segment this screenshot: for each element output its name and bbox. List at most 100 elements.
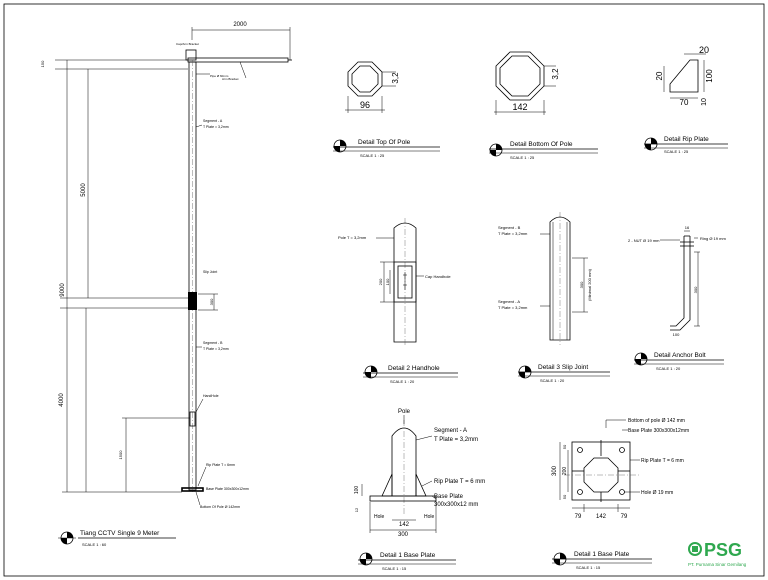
bpa-d-inner: 142 [399,522,410,528]
logo-mark: PSG [704,540,742,560]
hh-cap: Cap Handhole [425,274,451,279]
bpb-base: Base Plate 300x300x12mm [628,428,689,434]
title-tiang: Tiang CCTV Single 9 Meter SCALE 1 : 60 [58,530,176,547]
dim-base-h: 1500 [118,450,123,460]
label-arm: Arm Bracket [222,77,239,81]
title-base-plate-b: Detail 1 Base Plate SCALE 1 : 15 [552,551,652,570]
title-anchor-bolt-name: Detail Anchor Bolt [654,352,706,359]
bpb-hole: Hole Ø 19 mm [641,490,673,496]
rip-d-foot: 10 [701,98,708,106]
sj-seg-a: Segment - A [498,299,520,304]
title-slip-joint-scale: SCALE 1 : 20 [540,378,565,383]
ab-d-len: 300 [693,286,698,293]
title-base-plate-a: Detail 1 Base Plate SCALE 1 : 15 [358,552,456,571]
bpa-pole: Pole [398,409,411,415]
bpa-d-t: 12 [354,507,359,512]
rip-d-bottom: 70 [680,98,689,107]
title-anchor-bolt: Detail Anchor Bolt SCALE 1 : 20 [634,352,724,371]
label-bottom: Bottom Of Pole Ø 142mm [200,505,240,509]
label-seg-a-plate: T Plate = 3,2mm [203,125,229,129]
pole-elevation: 2000 Cap/Arm Bracket 9000 150 5000 4000 … [40,22,292,509]
bpb-d-mid: 142 [596,514,607,520]
bpb-d-bot: 50 [562,494,567,499]
detail-top-of-pole: 96 3,2 [345,61,400,113]
title-bottom-of-pole: Detail Bottom Of Pole SCALE 1 : 25 [489,141,598,160]
detail-base-plate-a: Pole Segment - A T Plate = 3,2mm Rip Pla… [354,409,485,538]
title-slip-joint: Detail 3 Slip Joint SCALE 1 : 20 [518,364,610,383]
title-bottom-of-pole-scale: SCALE 1 : 25 [510,155,535,160]
bpb-d-top: 50 [562,444,567,449]
title-handhole-scale: SCALE 1 : 20 [390,379,415,384]
title-rip-plate-name: Detail Rip Plate [664,136,709,143]
label-seg-b-plate: T Plate = 3,2mm [203,347,229,351]
bpb-d-left: 79 [575,514,582,520]
hh-pole-t: Pole T = 3,2mm [338,235,367,240]
label-handhole: HandHole [203,394,219,398]
rip-d-right: 100 [705,69,714,83]
bpa-d-h: 100 [354,486,360,495]
title-handhole: Detail 2 Handhole SCALE 1 : 20 [363,365,458,384]
bpb-rip: Rip Plate T = 6 mm [641,458,684,464]
title-rip-plate: Detail Rip Plate SCALE 1 : 25 [644,136,728,154]
dim-top-width: 2000 [233,22,247,28]
rip-d-left: 20 [655,71,664,80]
dim-lower: 4000 [59,393,65,407]
detail-rip-plate: 20 20 100 70 10 [655,45,714,107]
hh-d1: 200 [378,278,383,285]
title-tiang-name: Tiang CCTV Single 9 Meter [80,530,160,537]
bpa-d-outer: 300 [398,532,409,538]
ab-d-foot: 100 [673,332,680,337]
label-slip: Slip Joint [203,270,217,274]
title-rip-plate-scale: SCALE 1 : 25 [664,149,689,154]
bpa-hole-r: Hole [424,514,435,520]
title-tiang-scale: SCALE 1 : 60 [82,542,107,547]
bpa-rip: Rip Plate T = 6 mm [434,479,485,485]
sj-dim-note: (Minimal 200 mm) [587,268,592,301]
label-base: Base Plate 300x300x12mm [206,487,249,491]
detail-bottom-of-pole: 142 3,2 [494,51,560,115]
ab-d-top: 16 [685,225,690,230]
title-anchor-bolt-scale: SCALE 1 : 20 [656,366,681,371]
detail-anchor-bolt: 16 2 - NUT Ø 19 mm Ring Ø 19 mm 300 100 [628,225,726,337]
label-seg-a-top: Segment - A [203,119,223,123]
detail-base-plate-b: Bottom of pole Ø 142 mm Base Plate 300x3… [552,418,689,520]
rip-d-top: 20 [699,45,709,55]
title-handhole-name: Detail 2 Handhole [388,365,440,372]
company-logo: PSG PT. Purnama Sinar Gemilang [688,540,747,567]
logo-icon [688,542,702,556]
ab-bolt: 2 - NUT Ø 19 mm [628,238,660,243]
bpb-d-h2: 200 [562,467,568,476]
bpa-base-dim: 300x300x12 mm [434,502,478,508]
dim-small-top: 150 [40,60,45,67]
title-top-of-pole-scale: SCALE 1 : 25 [360,153,385,158]
title-top-of-pole-name: Detail Top Of Pole [358,139,411,146]
dim-upper: 5000 [81,183,87,197]
label-rip: Rip Plate T = 6mm [206,463,235,467]
bottom-dim-w: 142 [512,102,527,112]
dim-mid: 300 [209,298,214,305]
sj-seg-b-t: T Plate = 3,2mm [498,231,528,236]
title-bottom-of-pole-name: Detail Bottom Of Pole [510,141,573,148]
ab-ring: Ring Ø 19 mm [700,236,726,241]
sj-seg-a-t: T Plate = 3,2mm [498,305,528,310]
bpb-bottom: Bottom of pole Ø 142 mm [628,418,685,424]
top-dim-t: 3,2 [391,72,400,84]
bpb-d-right: 79 [621,514,628,520]
detail-handhole: Pole T = 3,2mm Cap Handhole 200 100 [338,218,451,345]
bpa-base: Base Plate [434,494,464,500]
sj-dim: 300 [579,281,584,288]
title-base-plate-b-scale: SCALE 1 : 15 [576,565,601,570]
label-top-pipe: Pipe Ø 60mm [210,74,229,78]
bpa-seg: Segment - A [434,428,467,434]
title-base-plate-b-name: Detail 1 Base Plate [574,551,630,558]
bpa-hole-l: Hole [374,514,385,520]
title-base-plate-a-name: Detail 1 Base Plate [380,552,436,559]
label-cap: Cap/Arm Bracket [176,42,199,46]
bpb-d-h: 300 [552,465,558,476]
label-seg-b: Segment - B [203,341,223,345]
dim-total: 9000 [60,283,66,297]
title-slip-joint-name: Detail 3 Slip Joint [538,364,588,371]
sj-seg-b: Segment - B [498,225,521,230]
title-top-of-pole: Detail Top Of Pole SCALE 1 : 25 [333,139,440,158]
